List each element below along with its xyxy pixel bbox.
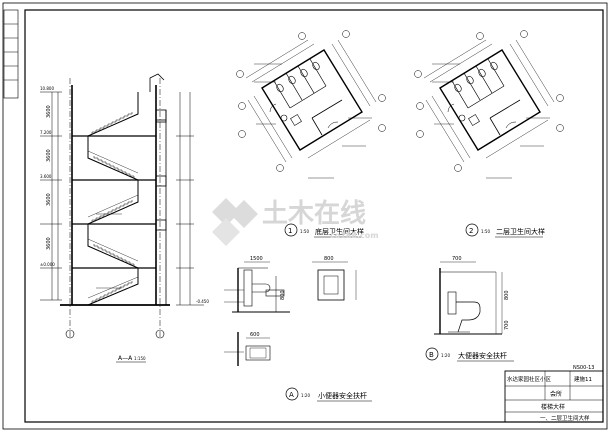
section-dimensions: 3600 3600 3600 3600 10.800 7.200 3.600 ±… xyxy=(40,86,209,362)
detail-a-number: A xyxy=(289,391,294,399)
elev-1: 10.800 xyxy=(40,86,54,91)
project-name: 水达家园社区小区 xyxy=(507,375,552,383)
detail-b-dims: 700 800 700 xyxy=(452,256,510,330)
plan-2-caption: 二层卫生间大样 xyxy=(496,227,545,236)
section-scale: 1:150 xyxy=(134,356,146,361)
drawing-code: 建施11 xyxy=(574,375,592,383)
drawing-name: 楼梯大样 xyxy=(541,403,565,411)
title-block-text: NS00-13 水达家园社区小区 建施11 会所 楼梯大样 一、二层卫生间大样 xyxy=(507,365,594,422)
elev-2: 7.200 xyxy=(40,130,52,135)
dim-level-2: 3600 xyxy=(46,193,52,206)
watermark-logo-icon xyxy=(212,198,258,246)
dim-level-4: 3600 xyxy=(46,105,52,118)
plan-1-caption: 底层卫生间大样 xyxy=(315,227,364,236)
elev-5: -0.450 xyxy=(196,299,209,304)
plan-2-scale: 1:50 xyxy=(481,229,490,234)
detail-a-dim-3: 600 xyxy=(250,332,260,338)
watermark-sub: co188.com xyxy=(330,231,379,240)
title-block xyxy=(504,370,604,423)
elev-3: 3.600 xyxy=(40,174,52,179)
left-title-strip xyxy=(3,9,19,99)
detail-a-dim-1: 1500 xyxy=(250,256,263,262)
detail-a-dim-4: 800 xyxy=(324,256,334,262)
detail-b-dim-2: 800 xyxy=(504,290,510,300)
detail-b-caption: 大便器安全扶杆 xyxy=(458,351,507,360)
detail-a-drawings xyxy=(224,261,357,366)
plan-2-number: 2 xyxy=(469,227,473,235)
drawing-subtitle: 一、二层卫生间大样 xyxy=(540,414,590,422)
elev-4: ±0.000 xyxy=(40,262,55,267)
detail-caption-b: B 1:20 大便器安全扶杆 xyxy=(425,347,514,362)
detail-a-dims: 1500 800 600 800 xyxy=(250,256,334,338)
detail-caption-a: A 1:20 小便器安全扶杆 xyxy=(285,387,372,402)
sheet-number: NS00-13 xyxy=(573,365,594,371)
plan-1-number: 1 xyxy=(288,227,292,235)
detail-b-number: B xyxy=(429,351,434,359)
detail-b-dim-3: 700 xyxy=(504,320,510,330)
detail-b-scale: 1:20 xyxy=(441,353,450,358)
detail-a-scale: 1:20 xyxy=(301,393,310,398)
plan-1-scale: 1:50 xyxy=(300,229,309,234)
dim-level-3: 3600 xyxy=(46,149,52,162)
inner-frame xyxy=(24,9,604,423)
section-label: A—A xyxy=(118,355,133,362)
stair-section xyxy=(40,73,204,339)
dim-level-1: 3600 xyxy=(46,237,52,250)
detail-b-dim-1: 700 xyxy=(452,256,462,262)
detail-a-dim-2: 800 xyxy=(280,290,286,300)
watermark-text: 土木在线 xyxy=(262,199,366,229)
detail-a-caption: 小便器安全扶杆 xyxy=(318,391,367,400)
plan-caption-2: 2 1:50 二层卫生间大样 xyxy=(465,223,545,238)
toilet-plan-second xyxy=(413,29,565,179)
watermark: 土木在线 co188.com xyxy=(212,198,379,246)
toilet-plan-ground xyxy=(235,29,387,179)
plan-caption-1: 1 1:50 底层卫生间大样 xyxy=(284,223,364,238)
detail-b-drawings xyxy=(434,261,503,335)
part-name: 会所 xyxy=(550,390,562,398)
